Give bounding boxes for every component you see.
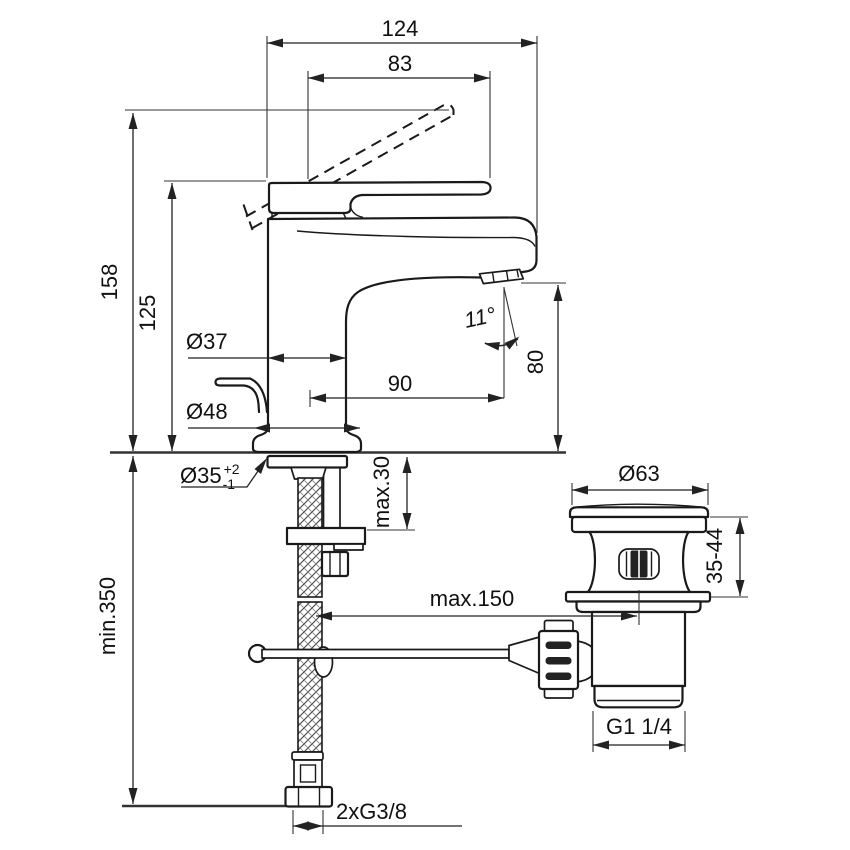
supply-hose-lower [297,601,323,753]
dim-label-spout-reach: 90 [388,371,412,396]
dim-label-height-to-handle: 125 [135,295,160,332]
mounting-nut [320,550,350,578]
popup-waste-assembly [564,503,712,709]
waste-thread-section [593,684,684,709]
mounting-bracket [285,526,367,546]
dim-label-min-hose-length: min.350 [95,577,120,655]
dim-handle-reach: 83 [308,51,490,83]
waste-flange-plate [564,590,712,603]
aerator [478,268,525,285]
dim-supply-thread: 2xG3/8 [293,799,462,831]
dim-label-total-height: 158 [97,264,122,301]
waste-cap [568,506,710,519]
waste-cap-flange [570,515,708,534]
spout-contour-line [296,230,536,247]
faucet [214,103,538,454]
dim-label-waste-thread: G1 1/4 [606,714,672,739]
dim-waste-height-range: 35-44 [702,518,745,596]
horizontal-rod [261,648,510,659]
dim-hole-diameter: Ø35+2-1 [180,458,267,492]
dim-min-hose-length: min.350 [95,456,138,804]
handle-closed [267,180,492,215]
overflow-window [618,548,660,580]
dim-total-height: 158 [97,113,138,451]
dim-label-spout-height: 80 [523,350,548,374]
dim-total-width: 124 [267,16,537,48]
dim-max-rod-reach: max.150 [316,586,637,621]
dim-label-waste-cap-diameter: Ø63 [618,461,660,486]
dim-body-diameter: Ø37 [186,329,346,363]
dim-label-total-width: 124 [382,16,419,41]
dim-label-base-diameter: Ø48 [186,399,228,424]
dim-label-body-diameter: Ø37 [186,329,228,354]
dim-spout-height: 80 [523,285,563,451]
dim-max-deck-thickness: max.30 [369,456,412,529]
dim-waste-thread: G1 1/4 [593,714,685,750]
dim-label-handle-reach: 83 [388,51,412,76]
extension-lines [125,36,748,834]
faucet-body-spout [251,216,538,454]
dim-label-supply-thread: 2xG3/8 [336,799,407,824]
cartridge-ring [271,213,347,219]
dim-label-max-rod-reach: max.150 [430,586,514,611]
dim-label-waste-height-range: 35-44 [702,528,727,584]
pull-rod [214,377,269,414]
hose-nut [284,785,334,808]
dim-spout-reach: 90 [310,371,504,403]
hose-end-fitting [284,751,334,808]
mounting-bracket-lip [333,543,364,551]
base-washer [266,454,349,469]
waste-cap-dome [572,503,706,508]
popup-rod-tube [322,466,341,529]
dim-label-hole-diameter: Ø35+2-1 [180,461,240,492]
dim-label-max-deck-thickness: max.30 [369,456,394,528]
dim-spray-angle: 11° [462,287,520,351]
dim-height-to-handle: 125 [135,183,177,451]
dim-base-diameter: Ø48 [186,399,360,433]
dim-waste-cap-diameter: Ø63 [572,461,708,495]
